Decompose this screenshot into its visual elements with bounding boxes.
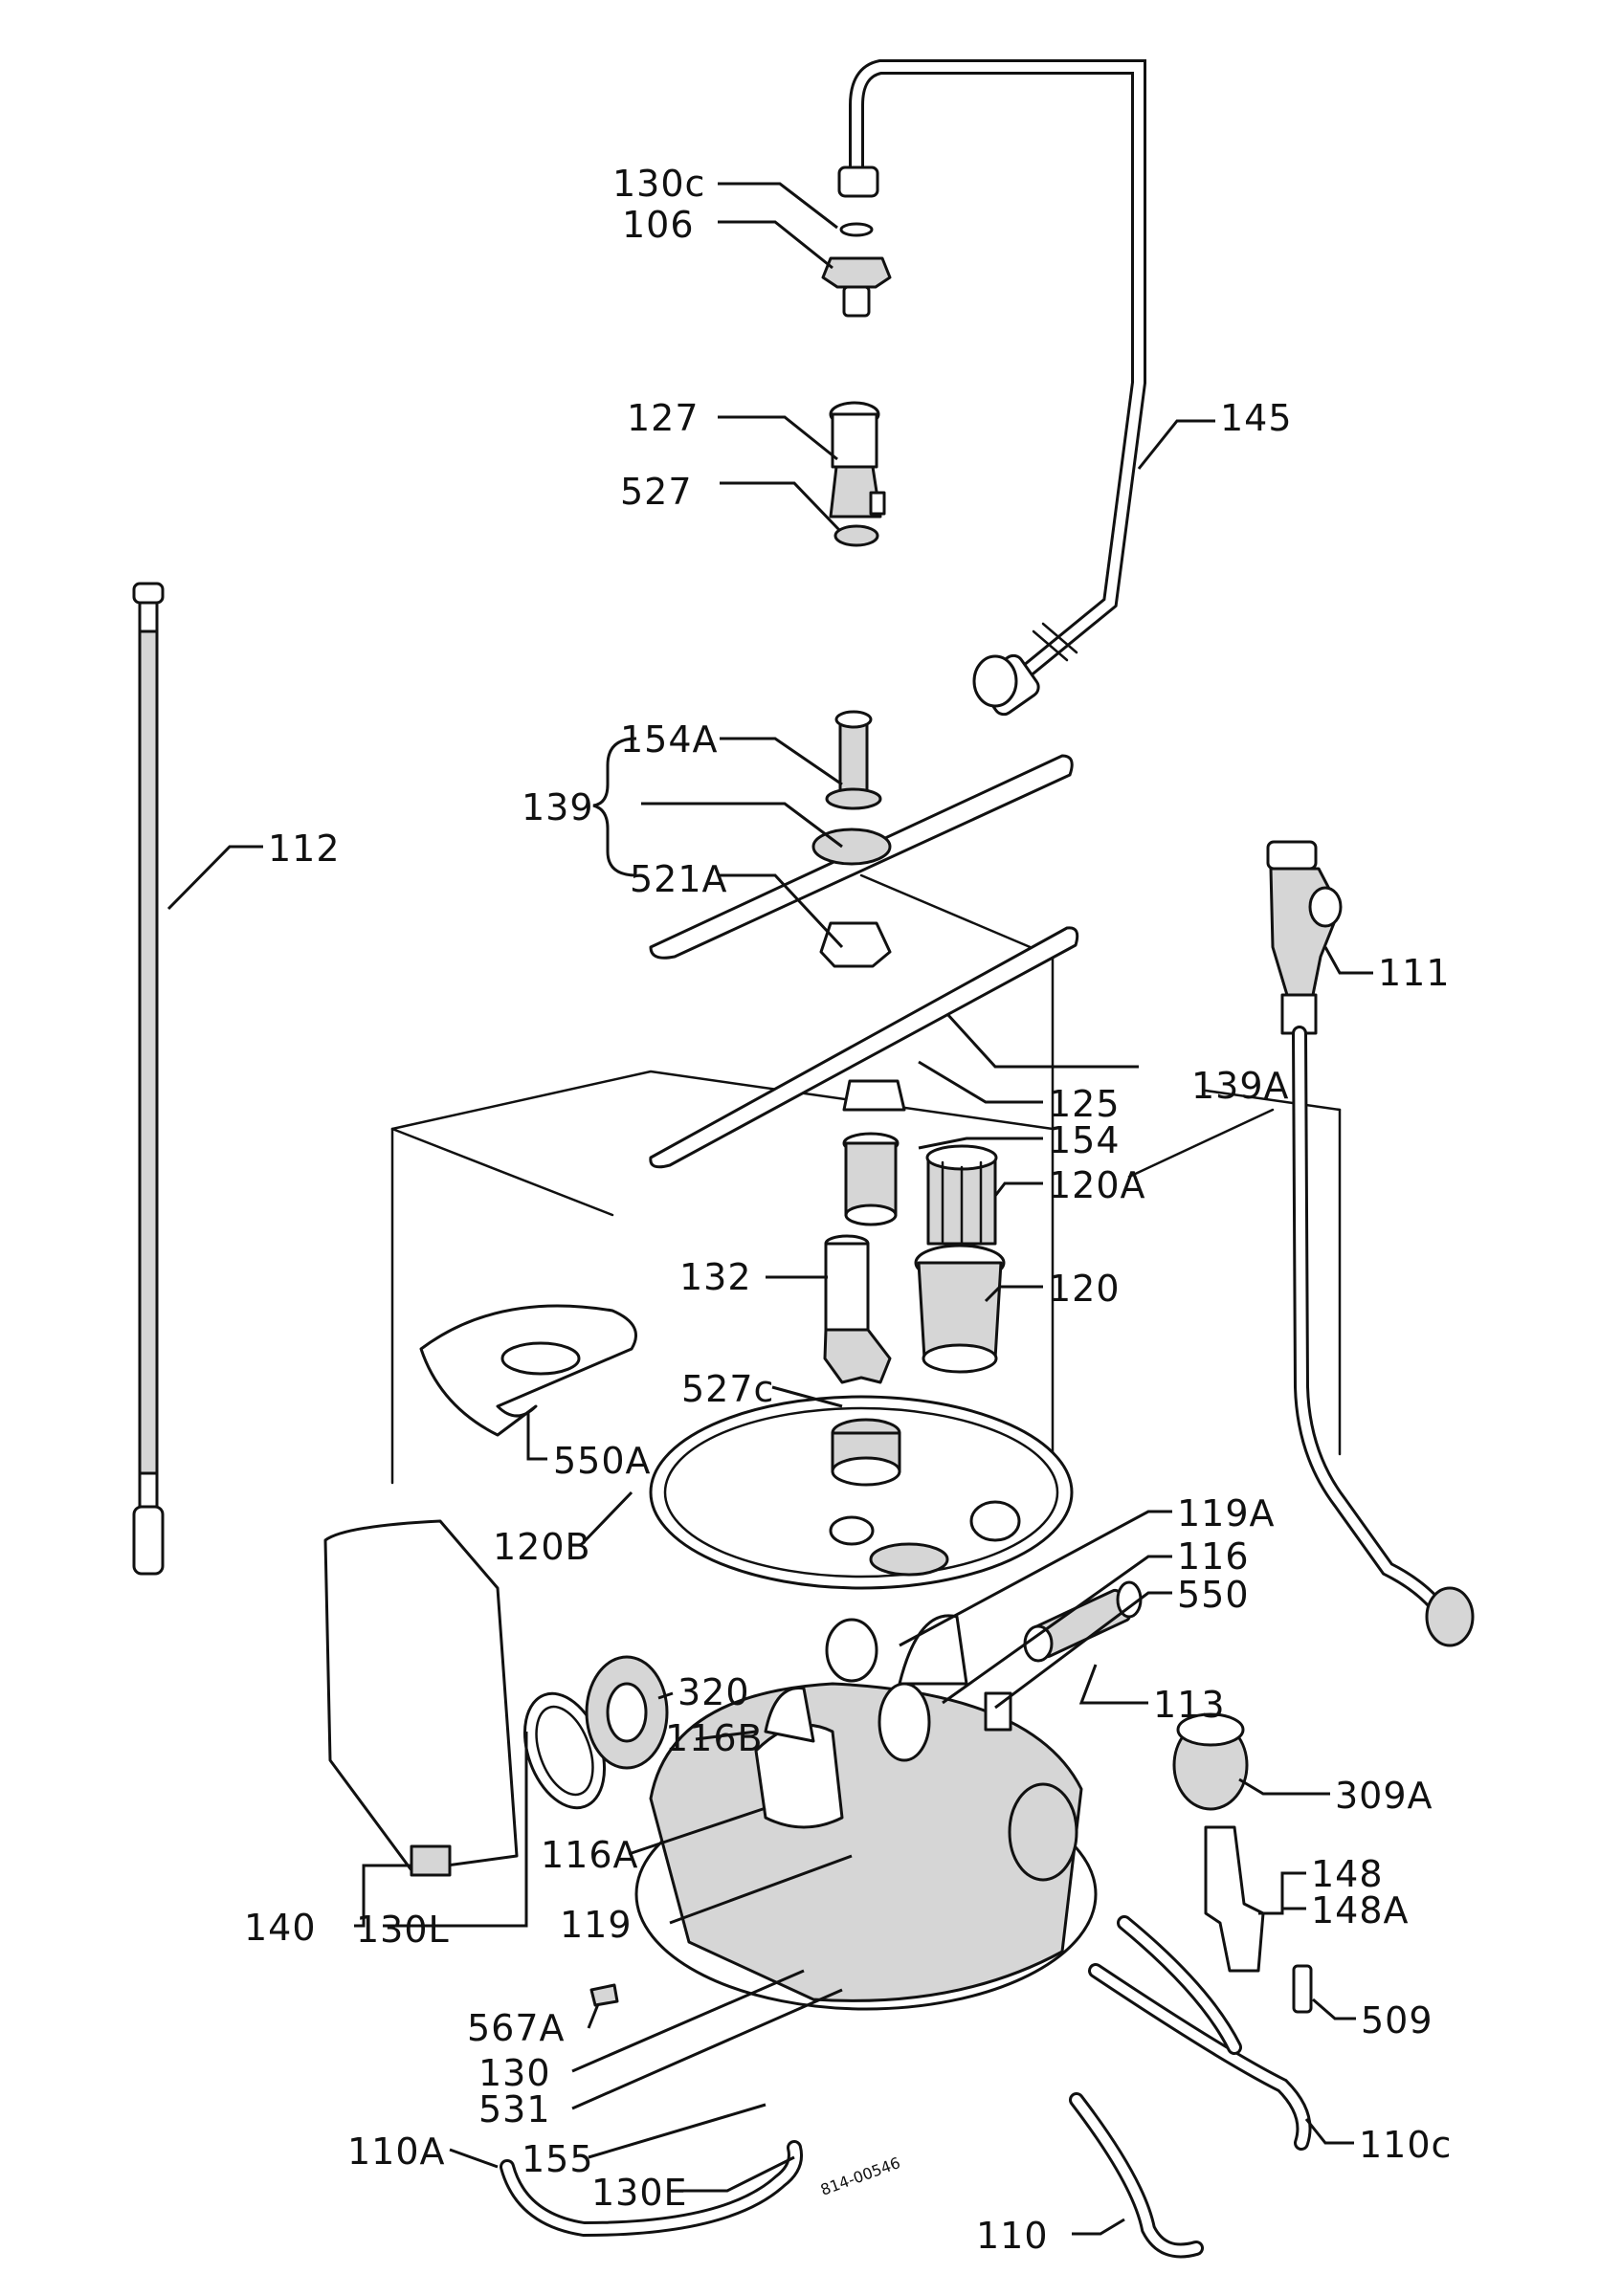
- label-140: 140: [244, 1907, 317, 1949]
- upper-spray-arm-139: [649, 710, 1074, 968]
- label-567a: 567A: [467, 2007, 566, 2049]
- label-130e: 130E: [591, 2172, 688, 2214]
- seal-130l: [522, 1691, 607, 1810]
- label-130c: 130c: [612, 163, 705, 205]
- filter-120a: [925, 1144, 998, 1246]
- label-111: 111: [1378, 952, 1451, 994]
- hose-110: [1069, 2092, 1204, 2259]
- label-531: 531: [478, 2088, 551, 2130]
- hose-110c: [1088, 1915, 1312, 2151]
- part-labels: 130c 106 127 527 145 112 154A 139 521A 1…: [244, 163, 1452, 2257]
- disc-550a: [419, 1304, 637, 1437]
- label-113: 113: [1153, 1684, 1226, 1726]
- label-550a: 550A: [553, 1440, 652, 1482]
- tub-outline: [390, 873, 1342, 1485]
- label-120: 120: [1048, 1268, 1121, 1310]
- label-527: 527: [620, 471, 693, 513]
- label-155: 155: [522, 2138, 594, 2180]
- label-509: 509: [1361, 1999, 1433, 2042]
- label-139: 139: [522, 786, 594, 828]
- label-132: 132: [679, 1256, 752, 1298]
- connector-127: [829, 401, 886, 547]
- label-148: 148: [1311, 1853, 1384, 1895]
- bracket-148: [1204, 1825, 1265, 1973]
- label-112: 112: [268, 828, 341, 870]
- bolt-113: [1023, 1580, 1143, 1663]
- label-127: 127: [627, 397, 700, 439]
- label-130: 130: [478, 2052, 551, 2094]
- supply-pipe-145: [837, 59, 1146, 717]
- clip-509: [1292, 1964, 1313, 2014]
- tube-132: [823, 1234, 892, 1384]
- clip-567a: [589, 1983, 619, 2007]
- label-130l: 130L: [356, 1909, 450, 1951]
- nut-106: [821, 222, 892, 318]
- hose-112: [132, 582, 165, 1576]
- label-521a: 521A: [630, 858, 728, 900]
- leader-lines: [167, 182, 1373, 2236]
- label-154a: 154A: [620, 718, 719, 761]
- label-106: 106: [622, 204, 695, 246]
- label-527c: 527c: [681, 1368, 774, 1410]
- label-110c: 110c: [1359, 2124, 1452, 2166]
- label-119a: 119A: [1177, 1492, 1276, 1534]
- label-148a: 148A: [1311, 1889, 1410, 1932]
- filter-120: [914, 1244, 1006, 1374]
- label-120b: 120B: [493, 1526, 591, 1568]
- label-320: 320: [678, 1671, 750, 1713]
- label-139a: 139A: [1191, 1065, 1290, 1107]
- label-110: 110: [976, 2215, 1049, 2257]
- sump-assembly: [634, 1614, 1098, 2011]
- inlet-hose-111: [1266, 840, 1475, 1647]
- label-309a: 309A: [1335, 1775, 1433, 1817]
- label-116a: 116A: [541, 1834, 639, 1876]
- label-119: 119: [560, 1904, 633, 1946]
- lower-spray-arm-139a: [649, 926, 1079, 1169]
- bearing-154: [842, 1132, 900, 1226]
- hose-110a: [500, 2140, 803, 2238]
- label-120a: 120A: [1048, 1164, 1146, 1206]
- filter-plate-120b: [649, 1395, 1074, 1590]
- label-550: 550: [1177, 1574, 1250, 1616]
- label-125: 125: [1048, 1083, 1121, 1125]
- label-110a: 110A: [347, 2130, 446, 2173]
- housing-140: [323, 1519, 519, 1877]
- cap-309a: [1172, 1712, 1249, 1811]
- label-116b: 116B: [665, 1717, 764, 1759]
- stamp-number: 814-00546: [818, 2153, 902, 2199]
- label-116: 116: [1177, 1535, 1250, 1578]
- label-145: 145: [1220, 397, 1293, 439]
- impeller-320: [585, 1655, 669, 1770]
- label-154: 154: [1048, 1119, 1121, 1161]
